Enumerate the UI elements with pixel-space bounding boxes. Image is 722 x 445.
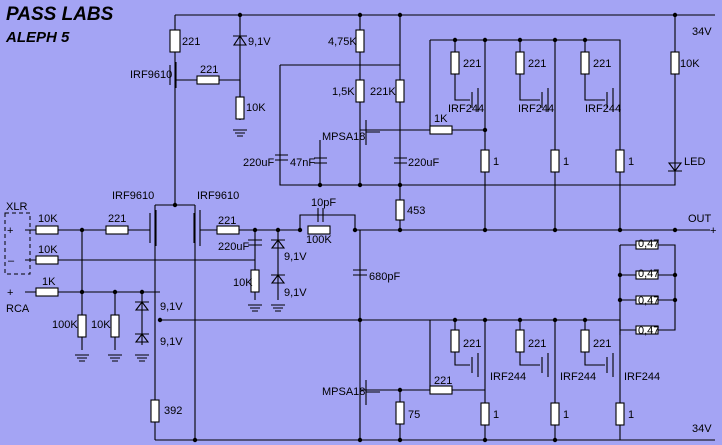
label-q-u1: IRF244: [448, 103, 484, 115]
label-c680p: 680pF: [369, 271, 400, 283]
label-r221-top: 221: [182, 36, 200, 48]
out-plus: +: [710, 225, 716, 237]
label-q-in-b: IRF9610: [197, 190, 239, 202]
label-r047-d: 0,47: [638, 325, 659, 337]
label-r1-l3: 1: [628, 409, 634, 421]
xlr-connector-box: [4, 212, 31, 275]
grounds: [75, 129, 285, 362]
label-z9v1-c: 9,1V: [160, 301, 183, 313]
label-r221-in: 221: [108, 213, 126, 225]
label-c220-c: 220uF: [408, 157, 439, 169]
label-r047-c: 0,47: [638, 295, 659, 307]
label-r100k-fb: 100K: [306, 234, 332, 246]
transistors: [149, 62, 614, 405]
label-q-l2: IRF244: [560, 371, 596, 383]
label-r221-mid: 221: [200, 64, 218, 76]
label-r221-gate2: 221: [218, 215, 236, 227]
label-r1-u3: 1: [628, 156, 634, 168]
label-r10k-d: 10K: [233, 277, 253, 289]
label-r100k-a: 100K: [52, 319, 78, 331]
label-q-mpsa-a: MPSA18: [322, 131, 365, 143]
label-r1-l1: 1: [493, 409, 499, 421]
label-c220-a: 220uF: [218, 241, 249, 253]
label-r047-b: 0,47: [638, 268, 659, 280]
label-r10k-b: 10K: [38, 244, 58, 256]
label-r10k-c: 10K: [91, 319, 111, 331]
label-c47n: 47nF: [290, 157, 315, 169]
label-r10k-top: 10K: [246, 102, 266, 114]
rail-top-label: 34V: [692, 26, 712, 38]
model-title: ALEPH 5: [5, 29, 70, 46]
label-r221-l3: 221: [593, 338, 611, 350]
label-q-u3: IRF244: [585, 103, 621, 115]
label-r392: 392: [164, 405, 182, 417]
label-q-top: IRF9610: [130, 69, 172, 81]
label-r10k-a: 10K: [38, 213, 58, 225]
brand-title: PASS LABS: [6, 4, 114, 25]
rail-bottom-label: 34V: [692, 423, 712, 435]
label-q-in-a: IRF9610: [112, 190, 154, 202]
label-z9v1-b: 9,1V: [284, 287, 307, 299]
label-r047-a: 0,47: [638, 238, 659, 250]
diodes: [134, 35, 683, 343]
label-z9v1-top: 9,1V: [248, 36, 271, 48]
label-r1k5: 1,5K: [332, 86, 355, 98]
label-r1-u2: 1: [563, 156, 569, 168]
label-q-mpsa-b: MPSA18: [322, 386, 365, 398]
capacitors: [248, 154, 407, 276]
rca-label: RCA: [6, 303, 30, 315]
xlr-plus: +: [7, 225, 13, 237]
label-r221k: 221K: [370, 86, 396, 98]
label-q-u2: IRF244: [518, 103, 554, 115]
label-r1-u1: 1: [493, 156, 499, 168]
label-r221-u3: 221: [593, 58, 611, 70]
label-r221-l2: 221: [528, 338, 546, 350]
out-label: OUT: [688, 213, 712, 225]
label-r453: 453: [407, 205, 425, 217]
label-z9v1-a: 9,1V: [284, 251, 307, 263]
label-r221-l1: 221: [463, 338, 481, 350]
label-c10p: 10pF: [311, 197, 336, 209]
label-r221-u2: 221: [528, 58, 546, 70]
resistors: [35, 29, 680, 426]
label-led: LED: [684, 156, 705, 168]
label-r221-lb: 221: [434, 375, 452, 387]
label-c220-b: 220uF: [243, 157, 274, 169]
xlr-label: XLR: [6, 201, 27, 213]
label-r1-l2: 1: [563, 409, 569, 421]
label-r1k-mid: 1K: [434, 113, 448, 125]
label-r475: 4,75K: [328, 36, 357, 48]
label-z9v1-d: 9,1V: [160, 336, 183, 348]
label-q-l1: IRF244: [490, 371, 526, 383]
label-r10k-led: 10K: [680, 58, 700, 70]
label-r221-u1: 221: [463, 58, 481, 70]
xlr-minus: –: [8, 255, 15, 267]
junction-dots: [79, 12, 678, 443]
rca-plus: +: [7, 287, 13, 299]
label-r1k-in: 1K: [42, 276, 56, 288]
label-q-l3: IRF244: [624, 371, 660, 383]
label-r75: 75: [408, 409, 420, 421]
